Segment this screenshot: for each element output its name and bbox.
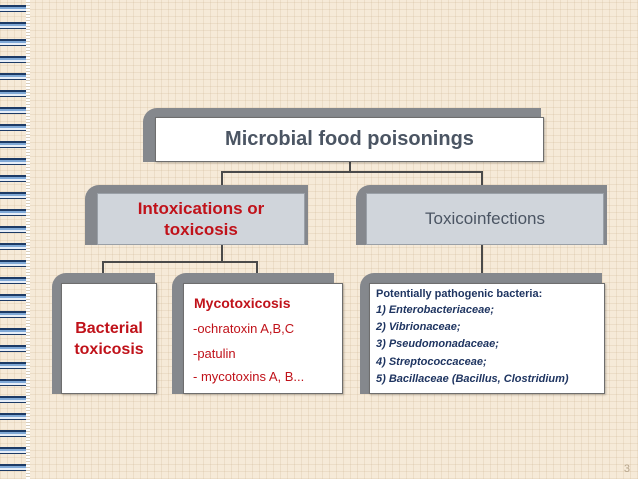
pathogenic-item: 1) Enterobacteriaceae;	[376, 304, 494, 316]
toxicoinfections-node: Toxicoinfections	[366, 193, 604, 245]
connector-intox-horizontal	[102, 261, 258, 263]
pathogenic-item: 2) Vibrionaceae;	[376, 321, 461, 333]
connector-toxicoinf-down	[481, 245, 483, 273]
page-number: 3	[623, 463, 630, 475]
connector-to-intoxications	[221, 171, 223, 185]
pathogenic-node: Potentially pathogenic bacteria: 1) Ente…	[369, 283, 605, 394]
mycotoxicosis-item: - mycotoxins A, B...	[193, 369, 305, 384]
spiral-binding	[0, 0, 30, 479]
root-node: Microbial food poisonings	[155, 117, 544, 162]
connector-root-horizontal	[221, 171, 483, 173]
toxicoinfections-node-label: Toxicoinfections	[424, 209, 545, 228]
intoxications-label-line2: toxicosis	[164, 220, 238, 239]
bacterial-label-line1: Bacterial	[75, 319, 143, 337]
bacterial-node: Bacterial toxicosis	[61, 283, 157, 394]
root-node-label: Microbial food poisonings	[225, 128, 474, 150]
connector-root-down	[349, 162, 351, 172]
bacterial-label-line2: toxicosis	[74, 340, 144, 358]
mycotoxicosis-title: Mycotoxicosis	[194, 295, 291, 311]
pathogenic-item: 4) Streptococcaceae;	[376, 356, 487, 368]
mycotoxicosis-item: -patulin	[193, 346, 236, 361]
intoxications-node-label: Intoxications or toxicosis	[98, 194, 304, 244]
pathogenic-item: 3) Pseudomonadaceae;	[376, 338, 499, 350]
connector-intox-down	[221, 245, 223, 262]
mycotoxicosis-node: Mycotoxicosis -ochratoxin A,B,C -patulin…	[183, 283, 343, 394]
intoxications-node: Intoxications or toxicosis	[97, 193, 305, 245]
pathogenic-item: 5) Bacillaceae (Bacillus, Clostridium)	[376, 373, 569, 385]
bacterial-node-label: Bacterial toxicosis	[62, 284, 156, 393]
intoxications-label-line1: Intoxications or	[137, 199, 265, 218]
connector-to-toxicoinfections	[481, 171, 483, 185]
connector-to-mycotoxicosis	[256, 261, 258, 273]
connector-to-bacterial	[102, 261, 104, 273]
pathogenic-heading: Potentially pathogenic bacteria:	[376, 288, 543, 300]
mycotoxicosis-item: -ochratoxin A,B,C	[193, 321, 295, 336]
